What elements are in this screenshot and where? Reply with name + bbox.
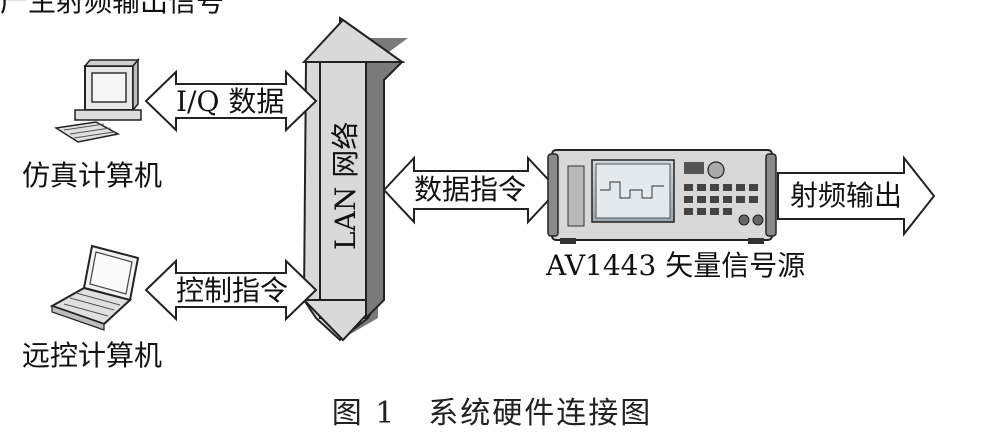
rf-output-arrow bbox=[777, 155, 936, 237]
sim-computer-label: 仿真计算机 bbox=[22, 159, 163, 192]
laptop-icon bbox=[49, 244, 140, 331]
data-command-label: 数据指令 bbox=[414, 173, 527, 206]
signal-generator-icon bbox=[547, 149, 777, 244]
figure-caption: 图 1 系统硬件连接图 bbox=[331, 396, 653, 431]
control-command-label: 控制指令 bbox=[176, 274, 289, 307]
iq-data-label: I/Q 数据 bbox=[176, 85, 285, 118]
control-command-arrow bbox=[144, 258, 318, 322]
desktop-computer-icon bbox=[53, 57, 142, 143]
iq-data-arrow bbox=[144, 69, 318, 133]
signal-source-label: AV1443 矢量信号源 bbox=[546, 249, 806, 282]
top-text-fragment: 产生射频输出信号 bbox=[0, 0, 225, 18]
rf-output-label: 射频输出 bbox=[790, 179, 903, 212]
lan-bus bbox=[301, 16, 408, 342]
remote-computer-label: 远控计算机 bbox=[22, 339, 163, 372]
lan-bus-top-head bbox=[301, 18, 406, 63]
lan-bus-bottom-head bbox=[301, 299, 383, 342]
lan-network-label: LAN 网络 bbox=[329, 121, 362, 250]
